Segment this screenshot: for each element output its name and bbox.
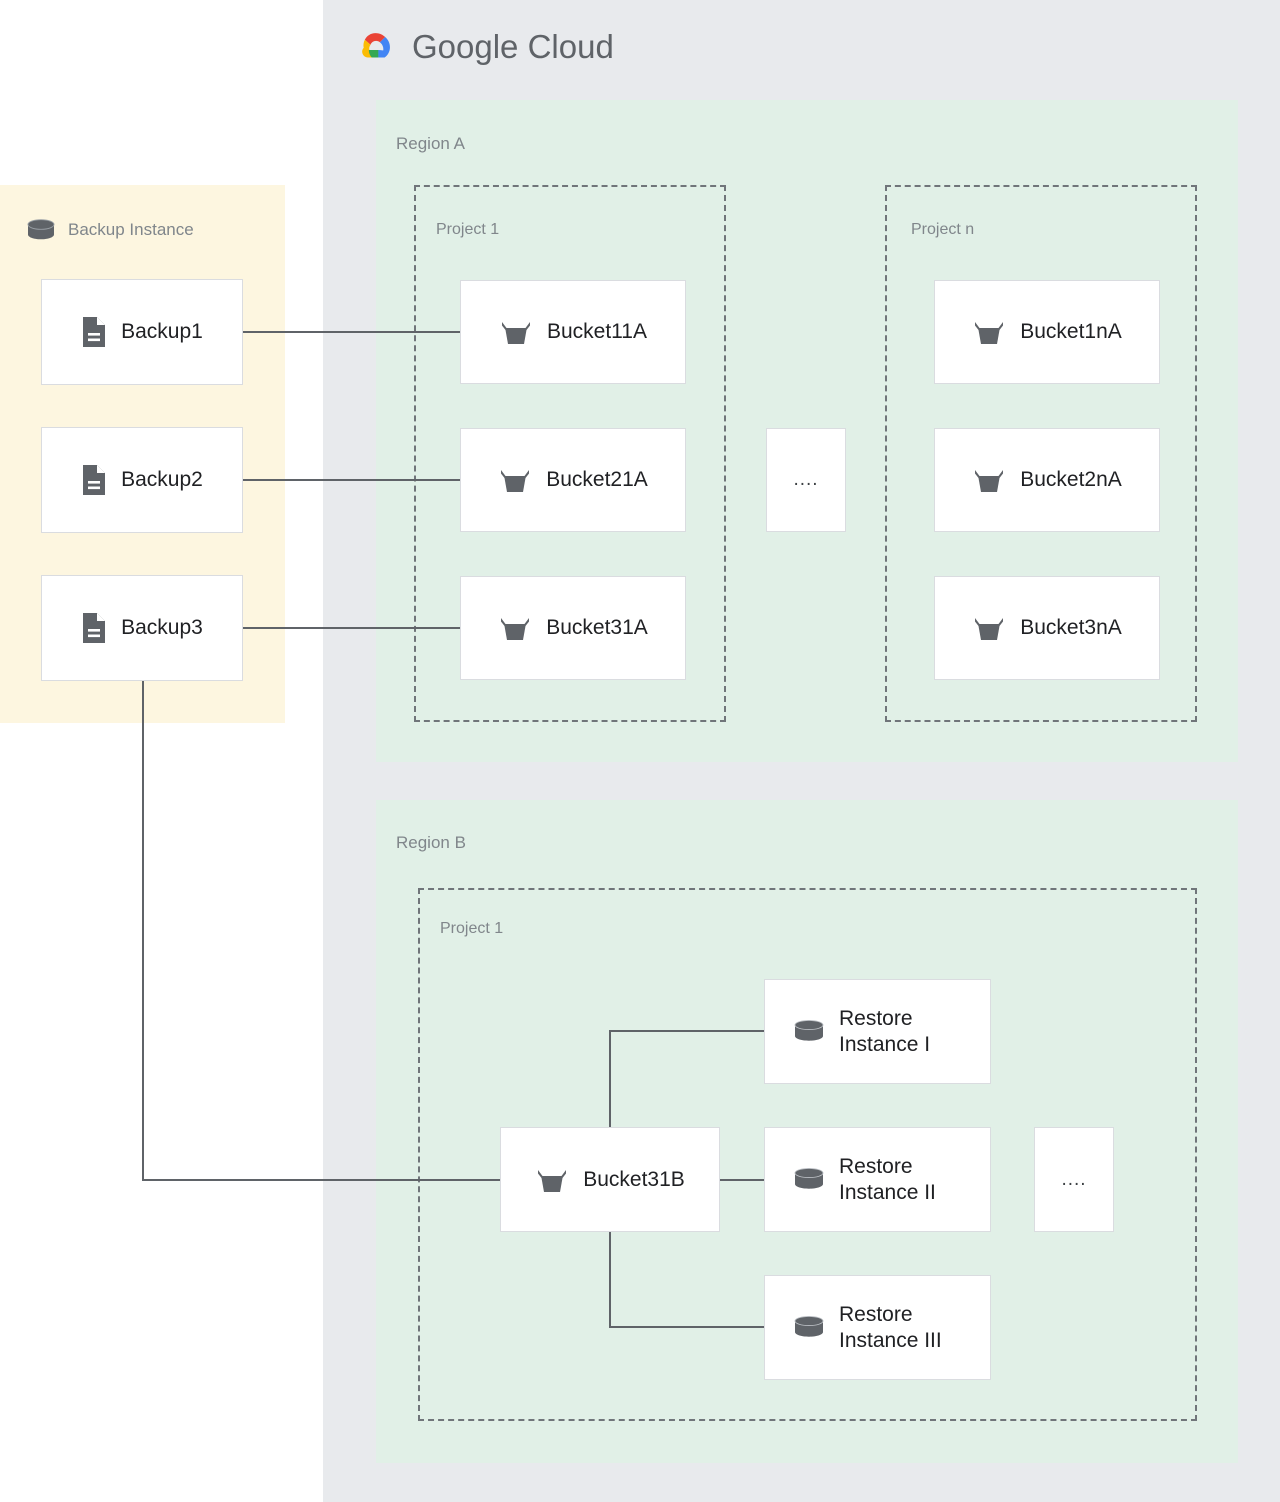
region-a-project-1-label: Project 1 — [436, 221, 500, 238]
restore-instance-card-i[interactable]: Restore Instance I — [764, 979, 991, 1084]
region-a-ellipsis-card: .... — [766, 428, 846, 532]
backup-card-label: Backup3 — [121, 616, 203, 640]
bucket-card-label: Bucket21A — [546, 468, 648, 492]
google-cloud-header: Google Cloud — [352, 24, 614, 70]
restore-instance-label: Restore Instance II — [839, 1154, 936, 1204]
bucket-card-label: Bucket2nA — [1020, 468, 1122, 492]
region-a-label: Region A — [396, 134, 465, 153]
region-a-project-1-box — [414, 185, 726, 722]
brand-cloud: Cloud — [527, 28, 614, 65]
storage-bucket-icon — [972, 465, 1006, 495]
database-cylinder-icon — [26, 218, 56, 242]
database-cylinder-icon — [791, 1017, 827, 1047]
backup-card-backup3[interactable]: Backup3 — [41, 575, 243, 681]
bucket-card-bucket21a[interactable]: Bucket21A — [460, 428, 686, 532]
storage-bucket-icon — [498, 613, 532, 643]
region-b-ellipsis-card: .... — [1034, 1127, 1114, 1232]
database-cylinder-icon — [791, 1165, 827, 1195]
backup-card-label: Backup2 — [121, 468, 203, 492]
restore-instance-label: Restore Instance I — [839, 1006, 931, 1056]
region-b-project-1-label: Project 1 — [440, 920, 504, 937]
bucket-card-label: Bucket31A — [546, 616, 648, 640]
region-a-project-n-label: Project n — [911, 221, 975, 238]
region-a-project-n-box — [885, 185, 1197, 722]
bucket-card-bucket1na[interactable]: Bucket1nA — [934, 280, 1160, 384]
bucket-card-bucket3na[interactable]: Bucket3nA — [934, 576, 1160, 680]
document-icon — [81, 612, 107, 644]
backup-instance-title: Backup Instance — [68, 220, 194, 239]
storage-bucket-icon — [535, 1165, 569, 1195]
backup-card-label: Backup1 — [121, 320, 203, 344]
backup-instance-title-group: Backup Instance — [26, 218, 194, 242]
brand-google: Google — [412, 28, 519, 65]
bucket-card-label: Bucket1nA — [1020, 320, 1122, 344]
storage-bucket-icon — [499, 317, 533, 347]
bucket-card-label: Bucket3nA — [1020, 616, 1122, 640]
bucket-card-bucket2na[interactable]: Bucket2nA — [934, 428, 1160, 532]
bucket-card-bucket31b[interactable]: Bucket31B — [500, 1127, 720, 1232]
bucket-card-bucket31a[interactable]: Bucket31A — [460, 576, 686, 680]
google-cloud-wordmark: Google Cloud — [412, 28, 614, 66]
bucket-card-bucket11a[interactable]: Bucket11A — [460, 280, 686, 384]
document-icon — [81, 464, 107, 496]
storage-bucket-icon — [972, 613, 1006, 643]
storage-bucket-icon — [498, 465, 532, 495]
restore-instance-card-iii[interactable]: Restore Instance III — [764, 1275, 991, 1380]
storage-bucket-icon — [972, 317, 1006, 347]
bucket-card-label: Bucket11A — [546, 320, 647, 344]
google-cloud-logo-icon — [352, 24, 398, 70]
restore-instance-card-ii[interactable]: Restore Instance II — [764, 1127, 991, 1232]
bucket-card-label: Bucket31B — [583, 1167, 685, 1191]
ellipsis-label: .... — [1061, 1168, 1087, 1190]
document-icon — [81, 316, 107, 348]
region-b-label: Region B — [396, 833, 466, 852]
restore-instance-label: Restore Instance III — [839, 1302, 942, 1352]
database-cylinder-icon — [791, 1313, 827, 1343]
ellipsis-label: .... — [793, 469, 819, 491]
backup-card-backup2[interactable]: Backup2 — [41, 427, 243, 533]
backup-card-backup1[interactable]: Backup1 — [41, 279, 243, 385]
